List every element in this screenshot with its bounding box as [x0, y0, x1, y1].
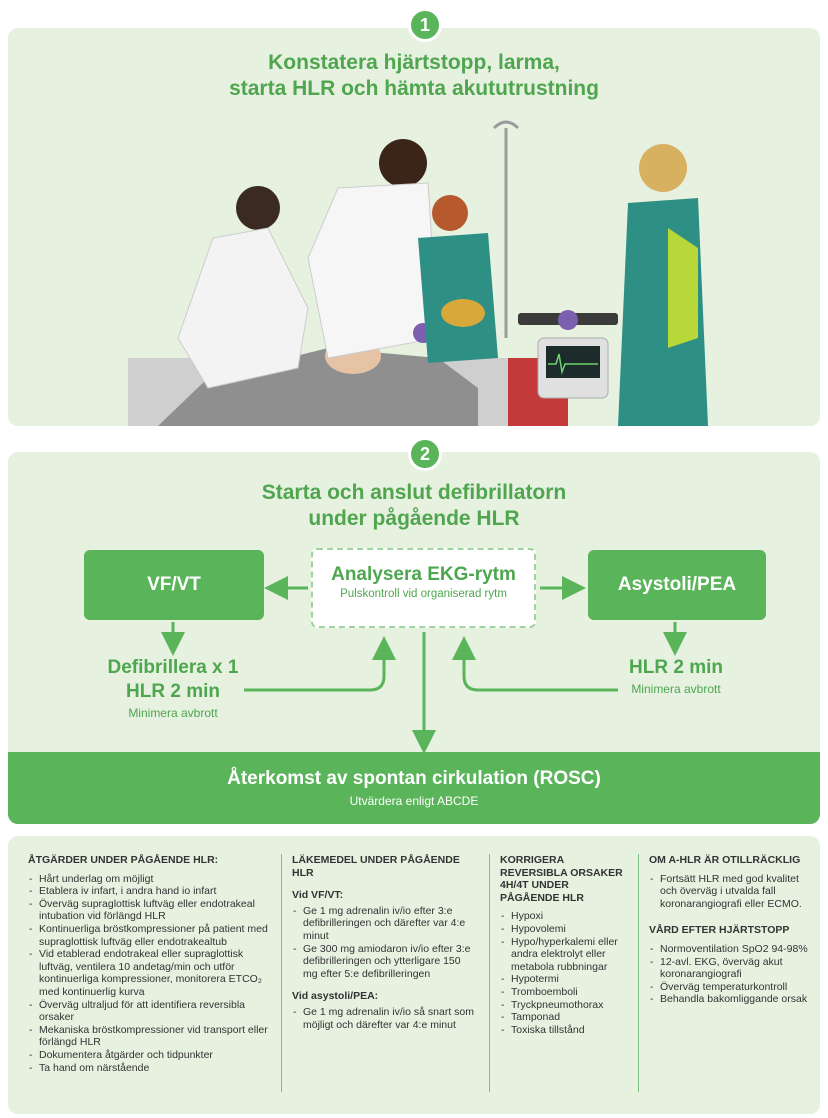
reversible-causes-heading: KORRIGERA REVERSIBLA ORSAKER 4H/4T UNDER… [500, 854, 623, 904]
list-item: Överväg supraglottisk luftväg eller endo… [28, 898, 278, 923]
drugs-column: LÄKEMEDEL UNDER PÅGÅENDE HLR Vid VF/VT: … [292, 854, 474, 1031]
doctor-head [379, 139, 427, 187]
list-item: Normoventilation SpO2 94-98% [649, 943, 813, 956]
step-1-title-line2: starta HLR och hämta akututrustning [229, 77, 599, 100]
vfvt-outcome: Defibrillera x 1 HLR 2 min Minimera avbr… [78, 656, 268, 720]
list-item: Hårt underlag om möjligt [28, 873, 278, 886]
vfvt-hlr-text: HLR 2 min [126, 681, 220, 702]
ahlr-insufficient-list: Fortsätt HLR med god kvalitet och övervä… [649, 873, 813, 911]
list-item: 12-avl. EKG, överväg akut koronarangiogr… [649, 956, 813, 981]
list-item: Tromboemboli [500, 986, 630, 999]
step-2-title: Starta och anslut defibrillatorn under p… [8, 480, 820, 532]
actions-heading: ÅTGÄRDER UNDER PÅGÅENDE HLR: [28, 854, 219, 866]
nurse-center-body [418, 233, 498, 363]
arrow-loop-left [244, 636, 396, 692]
cpr-scene-illustration [128, 120, 708, 426]
analyse-title: Analysera EKG-rytm [331, 564, 516, 585]
rosc-subtitle: Utvärdera enligt ABCDE [349, 794, 479, 808]
list-item: Toxiska tillstånd [500, 1024, 630, 1037]
nurse-center-head [432, 195, 468, 231]
ecg-trace [548, 353, 598, 375]
list-item: Dokumentera åtgärder och tidpunkter [28, 1049, 278, 1062]
step-1-badge: 1 [408, 8, 442, 42]
analyse-subtitle: Pulskontroll vid organiserad rytm [340, 588, 507, 600]
actions-list: Hårt underlag om möjligt Etablera iv inf… [28, 873, 278, 1075]
rosc-banner: Återkomst av spontan cirkulation (ROSC) … [8, 752, 820, 824]
list-item: Ge 1 mg adrenalin iv/io efter 3:e defibr… [292, 905, 474, 943]
list-item: Ge 300 mg amiodaron iv/io efter 3:e defi… [292, 943, 474, 981]
step-2-title-line2: under pågående HLR [308, 507, 520, 530]
flow-arrows [161, 576, 687, 754]
step-1-panel: Konstatera hjärtstopp, larma, starta HLR… [8, 28, 820, 426]
list-item: Överväg ultraljud för att identifiera re… [28, 999, 278, 1024]
list-item: Behandla bakomliggande orsak [649, 993, 813, 1006]
bag-valve-mask [441, 299, 485, 327]
list-item: Kontinuerliga bröstkompressioner på pati… [28, 923, 278, 948]
nurse-left-body [177, 227, 309, 389]
list-item: Ge 1 mg adrenalin iv/io så snart som möj… [292, 1006, 474, 1031]
vfvt-label: VF/VT [147, 574, 201, 595]
asystole-outcome: HLR 2 min Minimera avbrott [598, 656, 754, 696]
column-divider [489, 854, 490, 1092]
analyse-ecg-box: Analysera EKG-rytm Pulskontroll vid orga… [311, 548, 536, 628]
asystole-minimize-text: Minimera avbrott [631, 682, 721, 696]
drugs-asystole-list: Ge 1 mg adrenalin iv/io så snart som möj… [292, 1006, 474, 1031]
step-2-panel: Starta och anslut defibrillatorn under p… [8, 452, 820, 824]
ahlr-column: OM A-HLR ÄR OTILLRÄCKLIG Fortsätt HLR me… [649, 854, 813, 1006]
list-item: Fortsätt HLR med god kvalitet och övervä… [649, 873, 813, 911]
drugs-vfvt-list: Ge 1 mg adrenalin iv/io efter 3:e defibr… [292, 905, 474, 981]
drugs-vfvt-heading: Vid VF/VT: [292, 889, 344, 902]
list-item: Tamponad [500, 1011, 630, 1024]
list-item: Överväg temperaturkontroll [649, 981, 813, 994]
list-item: Vid etablerad endotrakeal eller supraglo… [28, 948, 278, 998]
step-2-badge: 2 [408, 437, 442, 471]
drugs-heading: LÄKEMEDEL UNDER PÅGÅENDE HLR [292, 854, 460, 879]
step-2-title-line1: Starta och anslut defibrillatorn [261, 481, 567, 504]
list-item: Ta hand om närstående [28, 1062, 278, 1075]
actions-column: ÅTGÄRDER UNDER PÅGÅENDE HLR: Hårt underl… [28, 854, 278, 1074]
vfvt-box: VF/VT [84, 550, 264, 620]
nurse-left-head [236, 186, 280, 230]
list-item: Hypoxi [500, 910, 630, 923]
step-1-title-line1: Konstatera hjärtstopp, larma, [268, 51, 560, 74]
drugs-asystole-heading: Vid asystoli/PEA: [292, 990, 379, 1003]
list-item: Etablera iv infart, i andra hand io infa… [28, 885, 278, 898]
patient-body [158, 348, 478, 426]
ahlr-insufficient-heading: OM A-HLR ÄR OTILLRÄCKLIG [649, 854, 801, 866]
info-panel: ÅTGÄRDER UNDER PÅGÅENDE HLR: Hårt underl… [8, 836, 820, 1114]
nurse-right-head [639, 144, 687, 192]
list-item: Hypovolemi [500, 923, 630, 936]
vfvt-minimize-text: Minimera avbrott [128, 706, 218, 720]
reversible-causes-list: Hypoxi Hypovolemi Hypo/hyperkalemi eller… [500, 910, 630, 1036]
rosc-title: Återkomst av spontan cirkulation (ROSC) [227, 768, 601, 789]
defibrillate-text: Defibrillera x 1 [107, 657, 239, 678]
list-item: Hypo/hyperkalemi eller andra elektrolyt … [500, 936, 630, 974]
step-1-title: Konstatera hjärtstopp, larma, starta HLR… [8, 50, 820, 102]
arrow-loop-right [452, 636, 618, 692]
list-item: Mekaniska bröstkompressioner vid transpo… [28, 1024, 278, 1049]
column-divider [638, 854, 639, 1092]
doctor-body [307, 182, 439, 359]
post-arrest-care-heading: VÅRD EFTER HJÄRTSTOPP [649, 924, 790, 937]
asystole-pea-box: Asystoli/PEA [588, 550, 766, 620]
asystole-hlr-text: HLR 2 min [629, 657, 723, 678]
reversible-causes-column: KORRIGERA REVERSIBLA ORSAKER 4H/4T UNDER… [500, 854, 630, 1036]
list-item: Hypotermi [500, 973, 630, 986]
post-arrest-care-list: Normoventilation SpO2 94-98% 12-avl. EKG… [649, 943, 813, 1006]
list-item: Tryckpneumothorax [500, 999, 630, 1012]
asystole-pea-label: Asystoli/PEA [617, 574, 737, 595]
column-divider [281, 854, 282, 1092]
